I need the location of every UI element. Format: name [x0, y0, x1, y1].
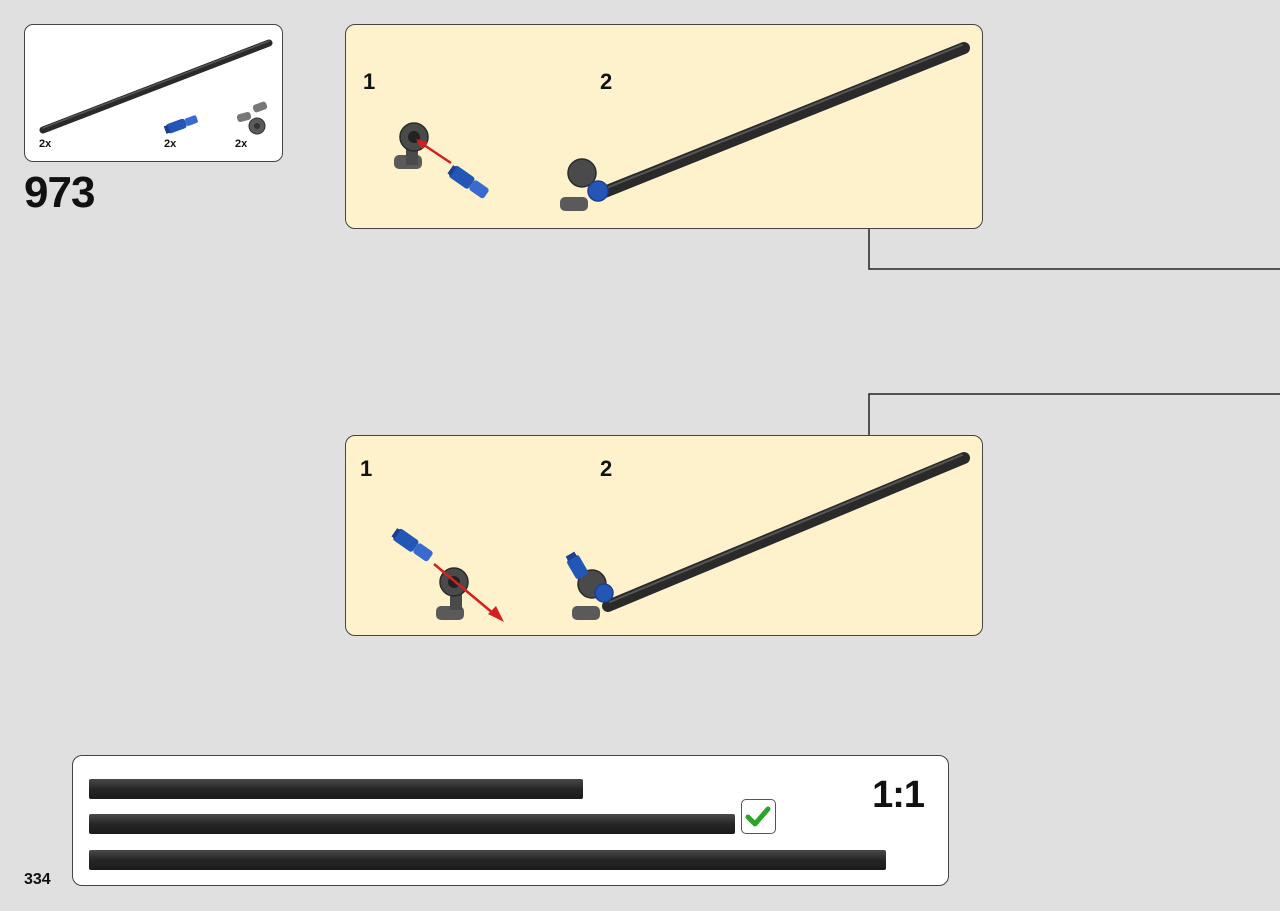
sub-assembly-panel-top: 1 2 [345, 24, 983, 229]
parts-list: 2x 2x 2x [24, 24, 283, 162]
sub-step-number: 1 [363, 69, 376, 94]
step-number: 973 [24, 168, 95, 217]
green-check-icon [741, 799, 776, 834]
grey-pin-connector-icon [236, 101, 268, 135]
long-black-axle-icon [602, 452, 970, 612]
page-number: 334 [24, 871, 51, 888]
axle-scale-bar [89, 850, 886, 870]
blue-axle-pin-icon [565, 551, 588, 580]
grey-pin-connector-icon [572, 569, 614, 620]
sub-assembly-panel-bottom: 1 2 [345, 435, 983, 636]
sub-step-number: 2 [600, 69, 613, 94]
scale-check-box: 1:1 [72, 755, 949, 886]
axle-scale-bar [89, 779, 583, 799]
insert-arrow-icon [433, 563, 504, 622]
grey-pin-connector-icon [394, 122, 429, 169]
blue-axle-pin-icon [163, 115, 198, 134]
part-quantity: 2x [39, 138, 52, 150]
long-black-axle-icon [596, 42, 970, 199]
blue-axle-pin-icon [391, 528, 433, 562]
axle-scale-bar [89, 814, 735, 834]
long-black-axle-icon [39, 39, 273, 134]
grey-pin-connector-icon [436, 567, 469, 620]
insert-arrow-icon [416, 139, 452, 165]
part-quantity: 2x [235, 138, 248, 150]
blue-axle-pin-icon [447, 165, 489, 199]
part-quantity: 2x [164, 138, 177, 150]
grey-pin-connector-icon [560, 158, 609, 211]
sub-step-number: 1 [360, 456, 373, 481]
scale-label: 1:1 [872, 774, 925, 816]
sub-step-number: 2 [600, 456, 613, 481]
